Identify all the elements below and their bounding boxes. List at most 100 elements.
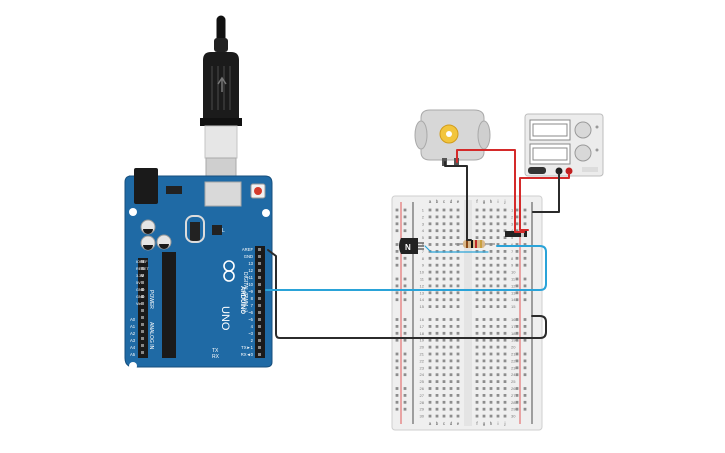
rail-hole[interactable]	[403, 373, 407, 377]
rail-hole[interactable]	[515, 250, 519, 253]
signal-wire[interactable]	[265, 245, 547, 291]
rail-hole[interactable]	[395, 338, 399, 342]
breadboard-hole[interactable]	[456, 407, 460, 411]
breadboard-hole[interactable]	[475, 338, 479, 342]
breadboard-hole[interactable]	[482, 414, 486, 418]
rail-hole[interactable]	[515, 394, 519, 397]
breadboard-hole[interactable]	[435, 236, 439, 239]
breadboard-hole[interactable]	[449, 359, 453, 363]
breadboard-hole[interactable]	[489, 352, 493, 356]
breadboard-hole[interactable]	[496, 298, 500, 302]
breadboard-hole[interactable]	[496, 291, 500, 295]
rail-hole[interactable]	[523, 263, 527, 267]
breadboard-hole[interactable]	[496, 263, 500, 267]
breadboard-hole[interactable]	[456, 345, 460, 349]
rail-hole[interactable]	[523, 373, 527, 377]
breadboard-hole[interactable]	[428, 325, 432, 328]
breadboard-hole[interactable]	[449, 331, 453, 335]
breadboard-hole[interactable]	[489, 394, 493, 397]
breadboard-hole[interactable]	[456, 215, 460, 219]
breadboard-hole[interactable]	[482, 236, 486, 239]
breadboard-hole[interactable]	[449, 407, 453, 411]
rail-hole[interactable]	[403, 387, 407, 390]
breadboard-hole[interactable]	[442, 284, 446, 288]
breadboard-hole[interactable]	[475, 305, 479, 308]
breadboard-hole[interactable]	[449, 345, 453, 349]
rail-hole[interactable]	[395, 256, 399, 260]
breadboard-hole[interactable]	[428, 236, 432, 239]
breadboard-hole[interactable]	[449, 291, 453, 295]
breadboard-hole[interactable]	[489, 277, 493, 281]
breadboard-hole[interactable]	[489, 345, 493, 349]
breadboard-hole[interactable]	[435, 284, 439, 288]
breadboard-hole[interactable]	[428, 215, 432, 219]
power-pin[interactable]	[141, 295, 144, 298]
rail-hole[interactable]	[515, 298, 519, 302]
breadboard-hole[interactable]	[489, 407, 493, 411]
breadboard-hole[interactable]	[456, 359, 460, 363]
breadboard-hole[interactable]	[503, 394, 507, 397]
rail-hole[interactable]	[515, 407, 519, 411]
breadboard-hole[interactable]	[496, 359, 500, 363]
rail-hole[interactable]	[523, 222, 527, 226]
breadboard-hole[interactable]	[442, 208, 446, 212]
power-pin[interactable]	[141, 267, 144, 270]
breadboard-hole[interactable]	[482, 229, 486, 233]
breadboard-hole[interactable]	[456, 325, 460, 328]
breadboard-hole[interactable]	[489, 305, 493, 308]
rail-hole[interactable]	[403, 215, 407, 219]
breadboard-hole[interactable]	[456, 208, 460, 212]
breadboard-hole[interactable]	[442, 366, 446, 370]
breadboard-hole[interactable]	[496, 380, 500, 383]
breadboard-hole[interactable]	[442, 318, 446, 321]
breadboard-hole[interactable]	[475, 380, 479, 383]
rail-hole[interactable]	[523, 325, 527, 328]
breadboard-hole[interactable]	[449, 305, 453, 308]
breadboard-hole[interactable]	[475, 256, 479, 260]
base-jumper[interactable]	[424, 245, 489, 253]
breadboard-hole[interactable]	[442, 325, 446, 328]
breadboard-hole[interactable]	[503, 407, 507, 411]
breadboard-hole[interactable]	[442, 414, 446, 418]
breadboard-hole[interactable]	[475, 407, 479, 411]
breadboard-hole[interactable]	[435, 270, 439, 274]
breadboard-hole[interactable]	[489, 373, 493, 377]
breadboard-hole[interactable]	[482, 291, 486, 295]
rail-hole[interactable]	[403, 325, 407, 328]
breadboard-hole[interactable]	[435, 305, 439, 308]
breadboard-hole[interactable]	[482, 325, 486, 328]
breadboard-hole[interactable]	[496, 345, 500, 349]
power-pin[interactable]	[141, 281, 144, 284]
rail-hole[interactable]	[523, 256, 527, 260]
breadboard-hole[interactable]	[442, 277, 446, 281]
breadboard-hole[interactable]	[503, 256, 507, 260]
breadboard-hole[interactable]	[449, 414, 453, 418]
rail-hole[interactable]	[515, 400, 519, 404]
breadboard-hole[interactable]	[489, 229, 493, 233]
breadboard-hole[interactable]	[428, 345, 432, 349]
breadboard-hole[interactable]	[456, 318, 460, 321]
rail-hole[interactable]	[515, 277, 519, 281]
rail-hole[interactable]	[395, 387, 399, 390]
npn-transistor[interactable]: N	[399, 238, 424, 254]
breadboard-hole[interactable]	[503, 250, 507, 253]
breadboard-hole[interactable]	[456, 270, 460, 274]
breadboard-hole[interactable]	[456, 305, 460, 308]
breadboard-hole[interactable]	[475, 318, 479, 321]
breadboard-hole[interactable]	[503, 305, 507, 308]
breadboard-hole[interactable]	[442, 305, 446, 308]
rail-hole[interactable]	[395, 359, 399, 363]
breadboard-hole[interactable]	[496, 208, 500, 212]
usb-cable[interactable]	[200, 15, 242, 199]
breadboard-hole[interactable]	[482, 263, 486, 267]
rail-hole[interactable]	[515, 263, 519, 267]
breadboard-hole[interactable]	[456, 352, 460, 356]
breadboard-hole[interactable]	[496, 352, 500, 356]
breadboard-hole[interactable]	[496, 222, 500, 226]
breadboard-hole[interactable]	[503, 284, 507, 288]
rail-hole[interactable]	[523, 208, 527, 212]
breadboard-hole[interactable]	[475, 263, 479, 267]
breadboard-hole[interactable]	[482, 208, 486, 212]
rail-hole[interactable]	[403, 366, 407, 370]
rail-hole[interactable]	[403, 352, 407, 356]
